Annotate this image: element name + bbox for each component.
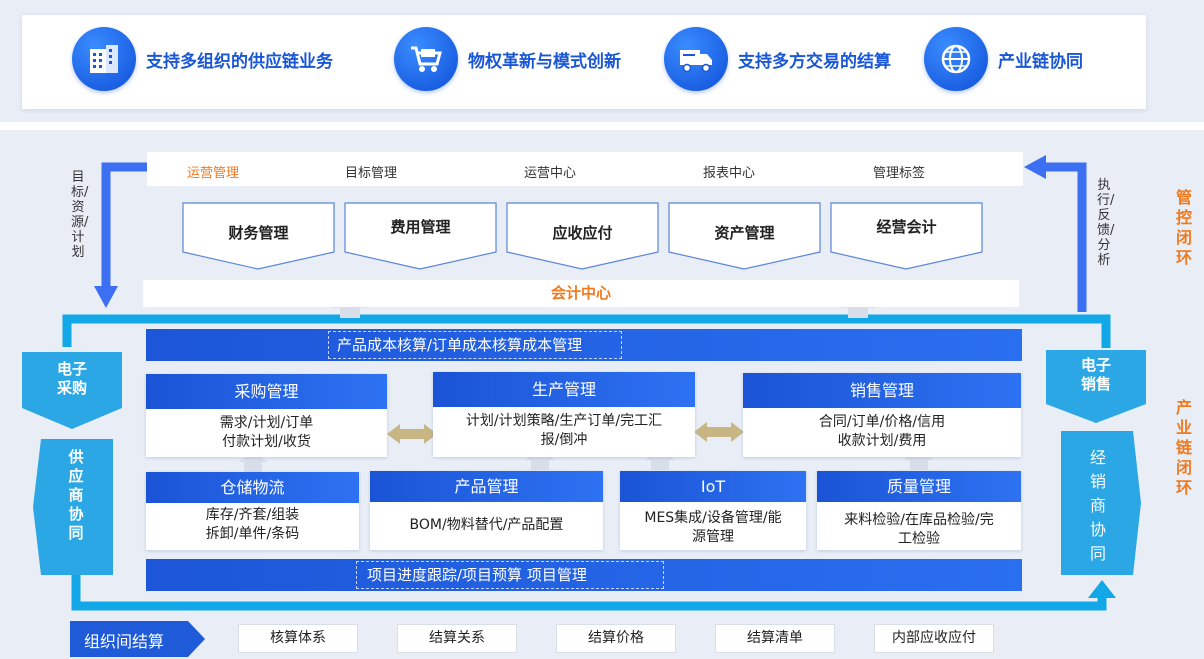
module-label: 应收应付	[552, 224, 613, 242]
module-product[interactable]: 产品管理 BOM/物料替代/产品配置	[370, 471, 603, 550]
feature-label: 物权革新与模式创新	[468, 51, 621, 72]
settlement-title-shape	[70, 621, 205, 657]
module-body: 合同/订单/价格/信用 收款计划/费用	[818, 414, 946, 449]
feature-label: 支持多方交易的结算	[738, 51, 891, 72]
module-title: IoT	[620, 471, 806, 502]
module-sales[interactable]: 销售管理 合同/订单/价格/信用 收款计划/费用	[743, 373, 1021, 457]
supplier-collaboration[interactable]: 供 应 商 协 同	[68, 448, 84, 542]
feature-settlement: 支持多方交易的结算	[664, 27, 891, 91]
e-procurement[interactable]: 电子 采购	[56, 360, 87, 397]
management-tab-bar	[147, 152, 1023, 186]
settlement-item[interactable]: 核算体系	[238, 624, 358, 653]
tab-operation-management[interactable]: 运营管理	[187, 166, 240, 181]
module-business-accounting[interactable]: 经营会计	[830, 202, 983, 270]
feature-label: 支持多组织的供应链业务	[146, 51, 333, 72]
tab-target-management[interactable]: 目标管理	[345, 166, 398, 181]
project-dashed: 项目进度跟踪/项目预算 项目管理	[356, 561, 664, 589]
feature-label: 产业链协同	[998, 51, 1083, 72]
module-body: MES集成/设备管理/能 源管理	[644, 510, 782, 545]
feature-industry-chain: 产业链协同	[924, 27, 1083, 91]
module-assets[interactable]: 资产管理	[668, 202, 821, 270]
buildings-icon	[72, 27, 136, 91]
cost-accounting-dashed: 产品成本核算/订单成本核算成本管理	[328, 331, 622, 359]
tab-management-label[interactable]: 管理标签	[873, 166, 926, 181]
module-body: 需求/计划/订单 付款计划/收货	[219, 415, 314, 450]
module-title: 销售管理	[743, 373, 1021, 408]
module-body: 库存/齐套/组装 拆卸/单件/条码	[205, 507, 300, 542]
cost-bar-title: 成本管理	[522, 336, 583, 354]
module-receivable-payable[interactable]: 应收应付	[506, 202, 659, 270]
cost-dashed-text: 产品成本核算/订单成本核算	[337, 336, 523, 354]
e-sales-shape	[1046, 350, 1146, 423]
module-label: 费用管理	[390, 218, 451, 236]
e-sales[interactable]: 电子 销售	[1080, 356, 1111, 393]
module-body: BOM/物料替代/产品配置	[409, 517, 564, 533]
module-title: 采购管理	[146, 374, 387, 409]
right-flow-label: 执行/反馈/分析	[1097, 178, 1115, 268]
globe-icon	[924, 27, 988, 91]
feature-ownership: 物权革新与模式创新	[394, 27, 621, 91]
module-production[interactable]: 生产管理 计划/计划策略/生产订单/完工汇 报/倒冲	[433, 372, 695, 457]
module-finance[interactable]: 财务管理	[182, 202, 335, 270]
control-loop-label: 管控闭环	[1175, 188, 1192, 267]
accounting-center[interactable]: 会计中心	[143, 280, 1019, 307]
project-management-bar	[146, 559, 1022, 591]
project-bar-title: 项目管理	[526, 566, 587, 584]
left-flow-label: 目标/资源/计划	[71, 170, 89, 260]
e-procurement-shape	[22, 352, 122, 429]
module-quality[interactable]: 质量管理 来料检验/在库品检验/完 工检验	[817, 471, 1021, 550]
module-body: 计划/计划策略/生产订单/完工汇 报/倒冲	[465, 413, 663, 448]
module-expense[interactable]: 费用管理	[344, 202, 497, 270]
tab-report-center[interactable]: 报表中心	[703, 166, 756, 181]
cart-icon	[394, 27, 458, 91]
settlement-title: 组织间结算	[84, 632, 165, 651]
settlement-item[interactable]: 内部应收应付	[874, 624, 994, 653]
module-title: 产品管理	[370, 471, 603, 502]
module-label: 财务管理	[228, 224, 289, 242]
settlement-item[interactable]: 结算关系	[397, 624, 517, 653]
dealer-collab-shape	[1061, 431, 1141, 575]
industry-loop-label: 产业链闭环	[1175, 398, 1192, 497]
module-title: 生产管理	[433, 372, 695, 407]
module-purchase[interactable]: 采购管理 需求/计划/订单 付款计划/收货	[146, 374, 387, 457]
module-warehouse[interactable]: 仓储物流 库存/齐套/组装 拆卸/单件/条码	[146, 472, 359, 550]
project-dashed-text: 项目进度跟踪/项目预算	[367, 566, 523, 584]
module-label: 资产管理	[714, 224, 775, 242]
tab-operation-center[interactable]: 运营中心	[524, 166, 577, 181]
dealer-collaboration[interactable]: 经 销 商 协 同	[1089, 448, 1106, 563]
module-iot[interactable]: IoT MES集成/设备管理/能 源管理	[620, 471, 806, 550]
feature-multi-org: 支持多组织的供应链业务	[72, 27, 333, 91]
supplier-collab-shape	[33, 439, 113, 575]
truck-icon	[664, 27, 728, 91]
settlement-item[interactable]: 结算价格	[556, 624, 676, 653]
module-body: 来料检验/在库品检验/完 工检验	[844, 512, 994, 547]
module-title: 质量管理	[817, 471, 1021, 502]
settlement-item[interactable]: 结算清单	[715, 624, 835, 653]
module-title: 仓储物流	[146, 472, 359, 503]
module-label: 经营会计	[876, 218, 937, 236]
cost-management-bar	[146, 329, 1022, 361]
